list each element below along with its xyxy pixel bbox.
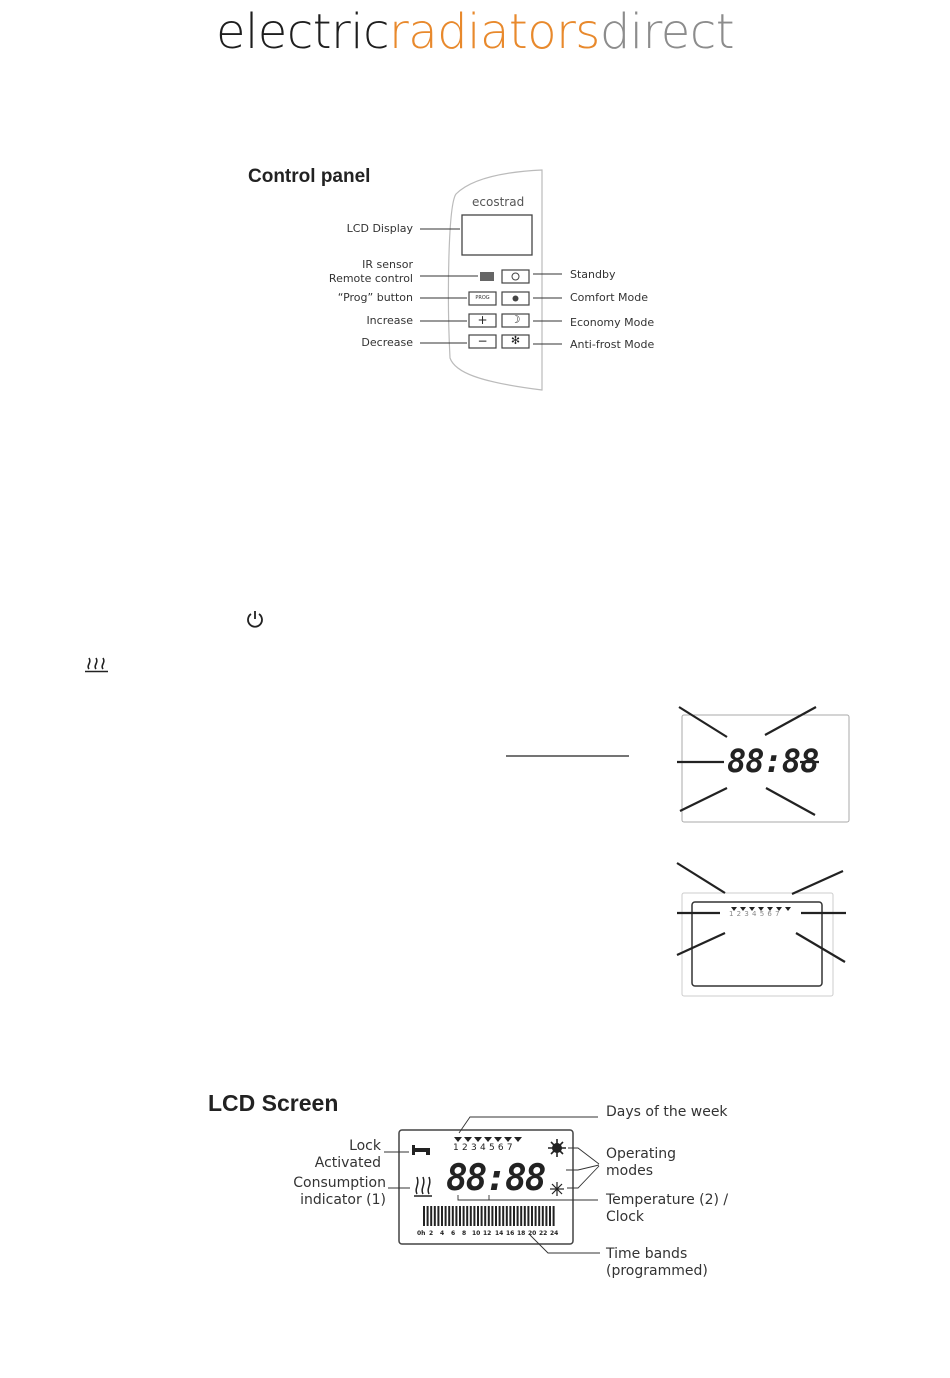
hour-tick: 18	[517, 1230, 526, 1237]
heat-wave-icon	[85, 657, 108, 673]
label-antifrost-mode: Anti-frost Mode	[570, 338, 655, 351]
minus-glyph: −	[477, 334, 488, 348]
label-comfort-mode: Comfort Mode	[570, 291, 649, 304]
label-temperature: Temperature (2) /	[606, 1192, 729, 1208]
lock-icon	[412, 1145, 430, 1155]
hour-tick: 2	[429, 1230, 434, 1237]
panel-minus-button	[468, 334, 497, 349]
label-economy-mode: Economy Mode	[570, 316, 655, 329]
flash-display-clock	[676, 706, 850, 997]
hour-scale: 0h 2 4 6 8 10 12 14 16 18 20 22 24	[417, 1230, 567, 1240]
label-lcd-display: LCD Display	[346, 222, 413, 235]
panel-standby-button	[501, 269, 530, 284]
label-consumption: Consumption	[293, 1175, 386, 1191]
panel-ir-sensor	[480, 272, 494, 281]
lcd-screen-title: LCD Screen	[208, 1090, 339, 1116]
prog-glyph: PROG	[475, 295, 490, 301]
plus-glyph: +	[477, 313, 488, 327]
panel-snow-button	[501, 334, 530, 349]
brand-part-direct: direct	[599, 4, 735, 60]
hour-tick: 0h	[417, 1230, 426, 1237]
snowflake-icon-lcd	[550, 1182, 564, 1196]
panel-moon-button	[501, 313, 530, 328]
label-ir-sensor: IR sensor	[362, 258, 413, 271]
brand-part-electric: electric	[215, 4, 390, 60]
lcd-heat-icon	[414, 1176, 432, 1197]
flash-days-digits: 1 2 3 4 5 6 7	[729, 910, 781, 918]
hour-tick: 10	[472, 1230, 481, 1237]
brand-part-radiators: radiators	[389, 4, 600, 60]
label-consumption-indicator: indicator (1)	[300, 1192, 386, 1208]
device-brand-label: ecostrad	[472, 195, 525, 209]
sun-icon	[548, 1139, 566, 1157]
label-prog-button: “Prog” button	[337, 291, 413, 304]
brand-logo: electricradiatorsdirect	[0, 2, 950, 62]
hour-tick: 4	[440, 1230, 445, 1237]
label-programmed: (programmed)	[606, 1263, 708, 1279]
label-lock-activated: Activated	[314, 1155, 381, 1171]
panel-prog-button	[468, 291, 497, 306]
hour-tick: 20	[528, 1230, 537, 1237]
label-decrease: Decrease	[361, 336, 413, 349]
panel-plus-button	[468, 313, 497, 328]
label-time-bands: Time bands	[606, 1246, 688, 1262]
control-panel-title: Control panel	[248, 166, 371, 187]
label-modes: modes	[606, 1163, 653, 1179]
hour-tick: 22	[539, 1230, 548, 1237]
moon-icon: ☽	[510, 313, 521, 326]
hour-tick: 24	[550, 1230, 559, 1237]
label-operating: Operating	[606, 1146, 676, 1162]
label-days-of-week: Days of the week	[606, 1104, 728, 1120]
hour-tick: 14	[495, 1230, 504, 1237]
snowflake-icon: ✻	[510, 334, 521, 347]
lcd-days-digits: 1 2 3 4 5 6 7	[453, 1143, 513, 1153]
hour-tick: 16	[506, 1230, 515, 1237]
flash-clock-digits: 88:88	[727, 742, 819, 780]
control-panel-diagram	[420, 169, 562, 391]
power-icon	[247, 611, 263, 628]
label-increase: Increase	[366, 314, 413, 327]
panel-lcd	[461, 214, 533, 256]
label-standby: Standby	[570, 268, 616, 281]
lcd-clock-digits: 88:88	[446, 1158, 546, 1199]
time-band-bars	[423, 1206, 555, 1226]
hour-tick: 12	[483, 1230, 492, 1237]
hour-tick: 8	[462, 1230, 467, 1237]
label-clock: Clock	[606, 1209, 645, 1225]
label-lock: Lock	[349, 1138, 381, 1154]
label-remote-control: Remote control	[328, 272, 413, 285]
hour-tick: 6	[451, 1230, 456, 1237]
underline-rule	[506, 755, 629, 757]
